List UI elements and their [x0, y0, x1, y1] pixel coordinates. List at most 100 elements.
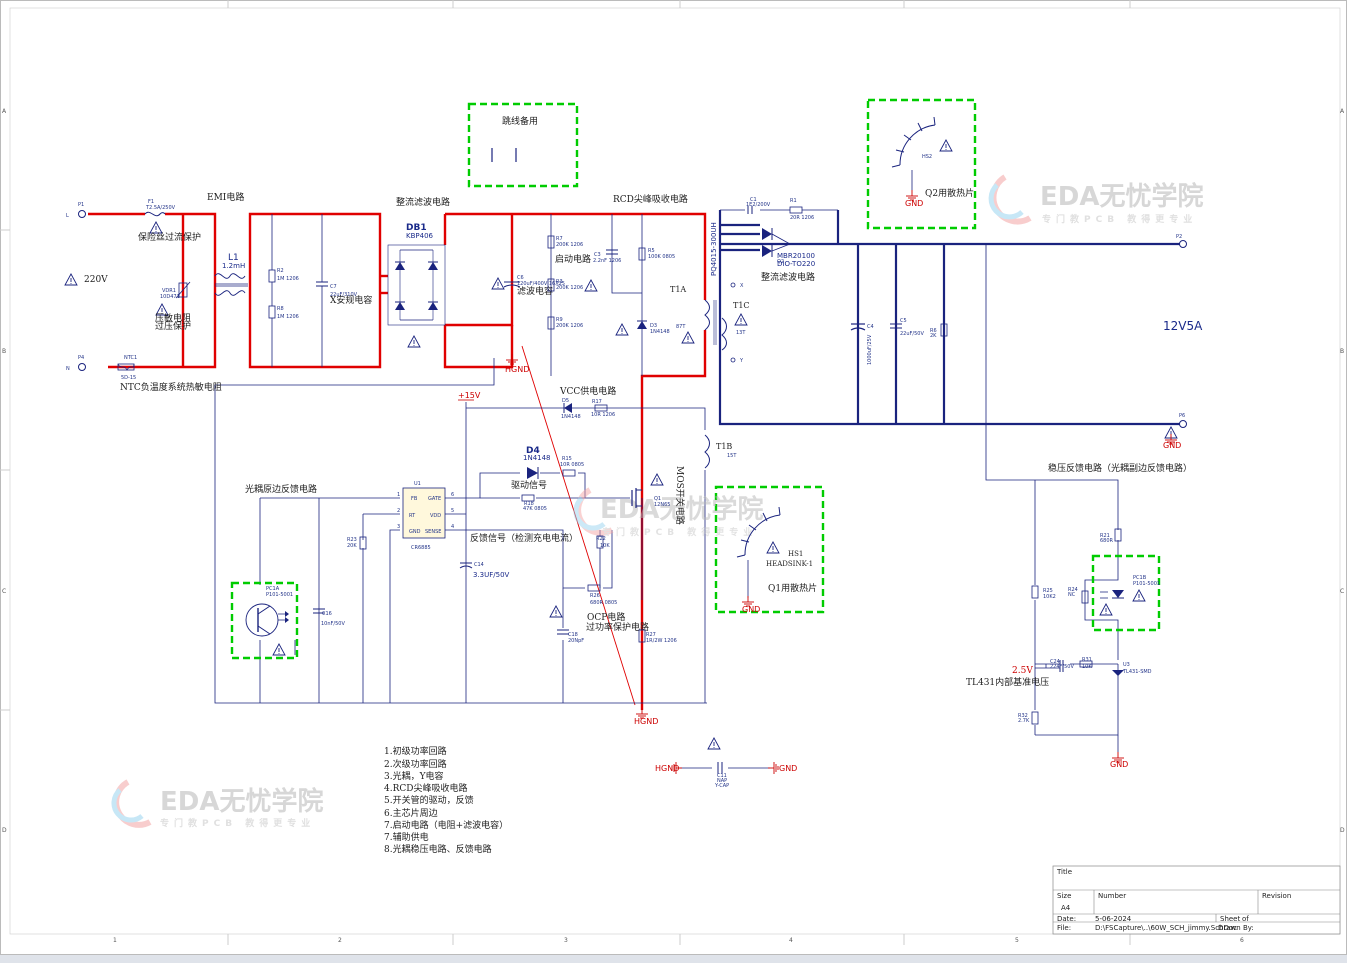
- svg-text:D:\FSCapture\..\60W_SCH_jimmy.: D:\FSCapture\..\60W_SCH_jimmy.SchDoc: [1095, 924, 1237, 932]
- svg-text:C6: C6: [517, 275, 524, 281]
- start-and-rcd: R7 200K 1206 R3 200K 1206 R9 200K 1206 C…: [547, 222, 750, 364]
- svg-text:10R 1206: 10R 1206: [591, 412, 615, 418]
- svg-text:HS2: HS2: [922, 154, 932, 160]
- svg-text:R7: R7: [556, 236, 563, 242]
- svg-text:Title: Title: [1056, 868, 1072, 876]
- svg-text:6: 6: [451, 492, 454, 498]
- bottom-scrollbar[interactable]: [0, 955, 1347, 963]
- svg-text:N: N: [66, 366, 70, 372]
- svg-text:R15: R15: [562, 456, 572, 462]
- optocoupler-primary-title: 光耦原边反馈电路: [245, 483, 317, 495]
- svg-text:Y: Y: [739, 358, 744, 364]
- svg-text:MBR20100: MBR20100: [777, 252, 815, 260]
- svg-text:R6: R6: [930, 328, 937, 334]
- svg-text:X安规电容: X安规电容: [330, 294, 372, 306]
- svg-text:Date:: Date:: [1057, 915, 1076, 923]
- svg-text:R2: R2: [277, 268, 284, 274]
- svg-text:专门教PCB 教得更专业: 专门教PCB 教得更专业: [602, 526, 757, 538]
- svg-text:HEADSINK-1: HEADSINK-1: [766, 560, 813, 568]
- title-block: Title Size A4 Number Revision Date: 5-06…: [1052, 865, 1341, 935]
- svg-text:1: 1: [113, 937, 117, 944]
- svg-text:1R/2W 1206: 1R/2W 1206: [646, 638, 677, 644]
- signal-wires: [214, 209, 1119, 769]
- svg-text:GND: GND: [742, 605, 760, 614]
- svg-text:5.开关管的驱动，反馈: 5.开关管的驱动，反馈: [384, 794, 474, 806]
- svg-text:of: of: [1242, 915, 1249, 923]
- svg-text:R18: R18: [524, 501, 534, 507]
- svg-text:1N4148: 1N4148: [650, 329, 670, 335]
- primary-power-wires: [88, 212, 707, 710]
- svg-text:PC1B: PC1B: [1133, 575, 1147, 581]
- input-section: P1 L P4 N 220V F1 T2.5A/250V 保险丝过流保护 VDR…: [64, 199, 372, 393]
- svg-text:2.7K: 2.7K: [1018, 718, 1030, 724]
- section-labels: EMI电路 整流滤波电路 RCD尖峰吸收电路 跳线备用 Q2用散热片 整流滤波电…: [207, 115, 1203, 688]
- watermark-center: EDA无忧学院 专门教PCB 教得更专业: [573, 487, 763, 538]
- svg-text:C24: C24: [1050, 659, 1060, 665]
- svg-text:D: D: [1340, 827, 1345, 834]
- svg-text:EDA无忧学院: EDA无忧学院: [600, 494, 763, 525]
- svg-text:2K: 2K: [930, 333, 937, 339]
- pc1b-box: [1091, 554, 1161, 632]
- secondary-power-wires: [718, 210, 1180, 426]
- svg-text:C11: C11: [717, 773, 727, 779]
- svg-text:2.次级功率回路: 2.次级功率回路: [384, 758, 447, 770]
- svg-text:过压保护: 过压保护: [155, 320, 191, 332]
- secondary-section: C1 1E2/200V R1 20R 1206 Q2 MBR20100 DIO-…: [746, 197, 1187, 450]
- svg-text:T1B: T1B: [716, 442, 732, 451]
- svg-text:CR6885: CR6885: [411, 545, 431, 551]
- svg-text:20K: 20K: [347, 543, 357, 549]
- svg-text:L1: L1: [228, 253, 239, 263]
- svg-text:R3: R3: [556, 279, 563, 285]
- svg-text:R26: R26: [590, 593, 600, 599]
- svg-text:87T: 87T: [676, 324, 686, 330]
- svg-text:B: B: [1340, 348, 1344, 355]
- jumper-content: [491, 148, 517, 162]
- svg-text:13T: 13T: [736, 330, 746, 336]
- svg-text:5: 5: [451, 508, 454, 514]
- svg-text:RT: RT: [409, 513, 416, 519]
- svg-text:R22: R22: [596, 536, 606, 542]
- svg-text:7.启动电路（电阻+滤波电容）: 7.启动电路（电阻+滤波电容）: [384, 819, 508, 831]
- svg-text:P101-5001: P101-5001: [1133, 581, 1160, 587]
- svg-text:Sheet: Sheet: [1220, 915, 1240, 923]
- svg-text:Revision: Revision: [1262, 892, 1291, 900]
- svg-text:47K 0805: 47K 0805: [523, 506, 547, 512]
- svg-text:+15V: +15V: [458, 391, 481, 400]
- svg-text:4: 4: [789, 937, 793, 944]
- svg-text:FB: FB: [411, 496, 418, 502]
- svg-text:HS1: HS1: [788, 550, 803, 558]
- svg-text:Drawn By:: Drawn By:: [1218, 924, 1254, 932]
- emi-section-title: EMI电路: [207, 191, 244, 203]
- current-loop-line: [521, 345, 636, 706]
- watermark-top-right: EDA无忧学院 专门教PCB 教得更专业: [988, 174, 1203, 225]
- svg-text:HGND: HGND: [655, 764, 679, 773]
- svg-text:2.2nF 1206: 2.2nF 1206: [593, 258, 621, 264]
- svg-text:A: A: [2, 108, 7, 115]
- svg-text:5: 5: [1015, 937, 1019, 944]
- svg-text:P4: P4: [78, 355, 84, 361]
- svg-text:C3: C3: [594, 252, 601, 258]
- svg-text:C18: C18: [568, 632, 578, 638]
- svg-text:GND: GND: [409, 529, 421, 535]
- svg-text:10D471: 10D471: [160, 294, 180, 300]
- optocoupler-pc1a: PC1A P101-5001: [245, 586, 293, 656]
- feedback-network: R21 680R R25 10K2 R24 NC PC1B P101-5001 …: [1018, 528, 1160, 769]
- svg-text:1M 1206: 1M 1206: [277, 276, 299, 282]
- vcc-and-drive: D5 1N4148 R17 10R 1206 +15V T1B 15T D4 1…: [458, 391, 737, 549]
- svg-text:DIO-TO220: DIO-TO220: [777, 260, 815, 268]
- svg-text:7.辅助供电: 7.辅助供电: [384, 831, 429, 843]
- ocp-sub-title: 过功率保护电路: [586, 621, 649, 633]
- svg-text:R5: R5: [648, 248, 655, 254]
- svg-text:R25: R25: [1043, 588, 1053, 594]
- svg-text:NC: NC: [1068, 592, 1076, 598]
- svg-text:NAP: NAP: [717, 778, 727, 784]
- svg-text:专门教PCB 教得更专业: 专门教PCB 教得更专业: [160, 817, 315, 829]
- svg-text:20NpF: 20NpF: [568, 638, 584, 644]
- svg-text:A: A: [1340, 108, 1345, 115]
- svg-text:DB1: DB1: [406, 223, 427, 233]
- rcd-section-title: RCD尖峰吸收电路: [613, 193, 688, 205]
- q2-heatsink-box: [866, 98, 977, 230]
